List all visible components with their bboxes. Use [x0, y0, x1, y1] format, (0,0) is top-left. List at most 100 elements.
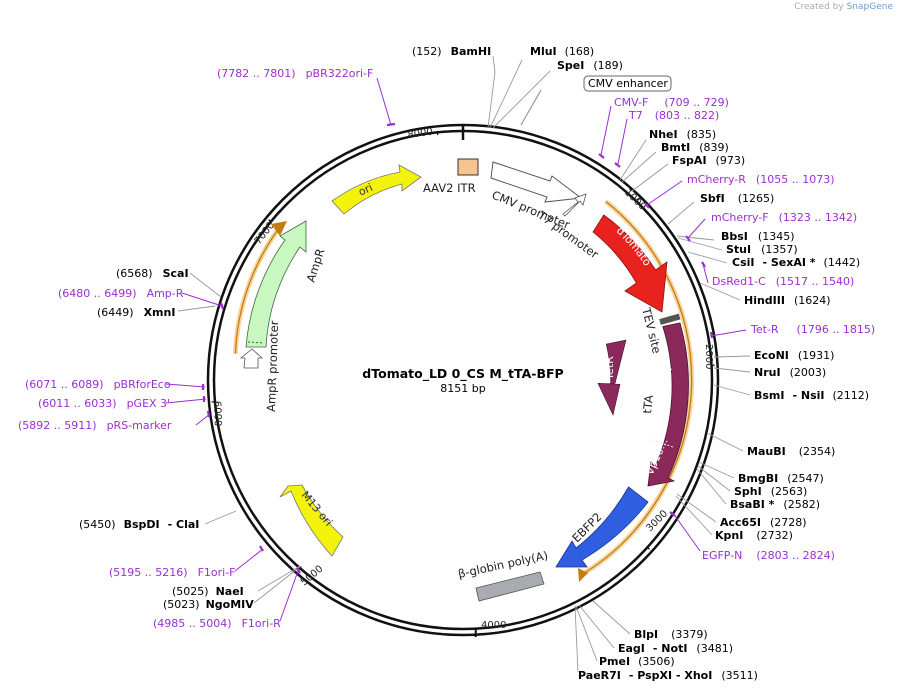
bglobin-polya-box[interactable] [475, 571, 545, 602]
cmv-enhancer-box[interactable] [583, 75, 672, 92]
site-pmei[interactable]: PmeI(3506) [599, 655, 675, 668]
aav2-itr-box[interactable] [457, 158, 479, 176]
leader-bbsi [676, 235, 715, 241]
site-ngomiv[interactable]: (5023)NgoMIV [163, 598, 254, 611]
primer-t7[interactable]: T7(803 .. 822) [628, 109, 719, 122]
tetr-inner-arrow[interactable] [597, 339, 627, 416]
primer-mcherry-r[interactable]: mCherry-R(1055 .. 1073) [687, 173, 834, 186]
cmv-promoter-arrow[interactable] [490, 161, 583, 203]
leader-bspdi [204, 510, 237, 525]
ampr-divider [247, 341, 265, 344]
mark-cmv-f [598, 153, 605, 159]
site-acc65i[interactable]: Acc65I(2728) [720, 516, 807, 529]
orf-band-left-arrowhead [271, 221, 287, 236]
primer-pbr322ori-f[interactable]: (7782 .. 7801)pBR322ori-F [217, 67, 373, 80]
site-blpi[interactable]: BlpI(3379) [634, 628, 708, 641]
primer-f1ori-f[interactable]: (5195 .. 5216)F1ori-F [109, 566, 236, 579]
primer-prs-marker[interactable]: (5892 .. 5911)pRS-marker [18, 419, 172, 432]
ampr-arrow[interactable] [245, 220, 307, 348]
site-bamhi[interactable]: (152)BamHI [412, 45, 491, 58]
leader-f1ori-r [279, 570, 299, 622]
ebfp2-arrow[interactable] [555, 486, 649, 568]
primer-pbrforeco[interactable]: (6071 .. 6089)pBRforEco [25, 378, 171, 391]
ori-arrow[interactable] [331, 164, 422, 215]
leader-prs-marker [195, 413, 211, 426]
primer-egfp-n[interactable]: EGFP-N(2803 .. 2824) [702, 549, 835, 562]
credit-prefix: Created by [794, 2, 844, 12]
site-xmni[interactable]: (6449)XmnI [97, 306, 175, 319]
leader-blpi [592, 600, 631, 635]
ampr-promoter-arrow[interactable] [239, 348, 264, 369]
tta-arrow[interactable] [647, 322, 689, 487]
enzyme-leaders [177, 55, 751, 673]
site-nhei[interactable]: NheI(835) [649, 128, 716, 141]
primer-mcherry-f[interactable]: mCherry-F(1323 .. 1342) [711, 211, 857, 224]
primer-tet-r[interactable]: Tet-R(1796 .. 1815) [750, 323, 875, 336]
site-nrui[interactable]: NruI(2003) [754, 366, 826, 379]
site-naei[interactable]: (5025)NaeI [172, 585, 244, 598]
primer-amp-r[interactable]: (6480 .. 6499)Amp-R [58, 287, 184, 300]
dtomato-arrow[interactable] [592, 214, 668, 313]
site-sbfi[interactable]: SbfI(1265) [700, 192, 774, 205]
leader-eagi [578, 604, 615, 649]
orf-band-left-line [234, 229, 279, 354]
tick-label-4000: 4000 [481, 620, 506, 631]
leader-paer7i [574, 605, 579, 673]
leader-amp-r [181, 292, 223, 307]
primer-labels: (7782 .. 7801)pBR322ori-F CMV-F(709 .. 7… [18, 67, 875, 630]
primer-dsred1-c[interactable]: DsRed1-C(1517 .. 1540) [712, 275, 854, 288]
tick-label-6000: 6000 [211, 401, 223, 427]
leader-t7 [617, 118, 628, 165]
leader-acc65i [676, 493, 717, 523]
t7-promoter-arrow[interactable] [562, 193, 587, 217]
primer-cmv-f[interactable]: CMV-F(709 .. 729) [614, 96, 729, 109]
site-econi[interactable]: EcoNI(1931) [754, 349, 834, 362]
site-bmgbi[interactable]: BmgBI(2547) [738, 472, 824, 485]
t7-promoter-label: T7 promoter [534, 208, 601, 262]
site-bspdi[interactable]: (5450)BspDI- ClaI [79, 518, 199, 531]
tick-7000 [268, 219, 273, 223]
leader-nrui [713, 367, 751, 373]
site-paer7i[interactable]: PaeR7I- PspXI - XhoI(3511) [578, 669, 758, 682]
site-eagi[interactable]: EagI- NotI(3481) [618, 642, 733, 655]
site-bbsi[interactable]: BbsI(1345) [721, 230, 794, 243]
tev-site-mark[interactable] [659, 313, 681, 325]
plasmid-name: dTomato_LD 0_CS M_tTA-BFP [362, 366, 563, 382]
tev-site-label: TEV site [639, 305, 664, 355]
site-maubi[interactable]: MauBI(2354) [747, 445, 835, 458]
leader-pbr322ori-f [376, 77, 392, 126]
site-sphi[interactable]: SphI(2563) [734, 485, 807, 498]
leader-bsabi [696, 468, 727, 505]
tick-3000 [646, 546, 651, 550]
mark-tet-r [709, 331, 714, 339]
site-bsabi[interactable]: BsaBI *(2582) [730, 498, 820, 511]
leader-maubi [706, 432, 744, 452]
site-scai[interactable]: (6568)ScaI [116, 267, 189, 280]
m13ori-arrow[interactable] [279, 484, 344, 557]
site-fspai[interactable]: FspAI(973) [672, 154, 745, 167]
leader-f1ori-f [234, 548, 264, 572]
leader-xmni [177, 305, 216, 312]
site-csii[interactable]: CsiI- SexAI *(1442) [732, 256, 860, 269]
leader-pgex3 [165, 398, 207, 404]
tick-1000 [637, 197, 641, 201]
cmv-enhancer-leader [520, 89, 542, 126]
leader-csii [687, 251, 728, 264]
mark-prs-marker [206, 410, 211, 418]
site-bmti[interactable]: BmtI(839) [661, 141, 729, 154]
leader-stui [677, 237, 723, 251]
site-mlui[interactable]: MluI(168) [530, 45, 594, 58]
site-stui[interactable]: StuI(1357) [726, 243, 798, 256]
primer-pgex3[interactable]: (6011 .. 6033)pGEX 3' [38, 397, 170, 410]
site-kpni[interactable]: KpnI(2732) [715, 529, 793, 542]
site-bsmi[interactable]: BsmI- NsiI(2112) [754, 389, 869, 402]
enzyme-labels: (152)BamHI MluI(168) SpeI(189) NheI(835)… [79, 45, 869, 682]
mark-f1ori-f [259, 545, 264, 552]
site-spei[interactable]: SpeI(189) [557, 59, 623, 72]
leader-mlui [489, 59, 523, 129]
site-hindiii[interactable]: HindIII(1624) [744, 294, 831, 307]
primer-f1ori-r[interactable]: (4985 .. 5004)F1ori-R [153, 617, 281, 630]
snapgene-brand: SnapGene [846, 2, 893, 12]
plasmid-length: 8151 bp [440, 382, 485, 395]
